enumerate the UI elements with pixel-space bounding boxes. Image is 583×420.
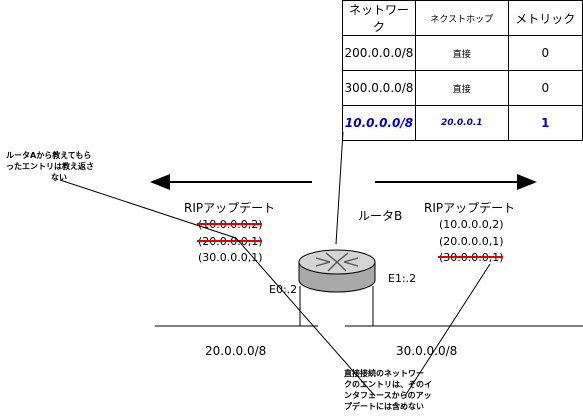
e1-label: E1:.2 [388,272,416,285]
left-update-entry: (30.0.0.0,1) [198,251,263,264]
cell-metric: 0 [507,70,583,106]
header-metric: メトリック [507,0,583,36]
left-update-title: RIPアップデート [184,200,275,215]
router-label: ルータB [358,209,402,223]
header-network: ネットワーク [342,0,416,36]
table-row-learned: 10.0.0.0/8 20.0.0.1 1 [342,105,583,141]
router-icon [298,249,376,293]
note-line: ない [51,173,67,182]
cell-next-hop: 直接 [414,70,509,106]
note-line: ったエントリは教え返さ [6,162,94,171]
split-horizon-note: ルータAから教えてもら ったエントリは教え返さ ない [6,150,112,183]
network-label-right: 30.0.0.0/8 [396,344,457,358]
cell-network: 300.0.0.0/8 [342,70,416,106]
cell-next-hop: 20.0.0.1 [414,105,509,141]
callout-line-left [59,179,237,239]
routing-table: ネットワーク ネクストホップ メトリック 200.0.0.0/8 直接 0 30… [342,0,583,141]
callout-line-direct-left [235,237,376,397]
table-row: 300.0.0.0/8 直接 0 [342,70,583,106]
header-next-hop: ネクストホップ [414,0,509,36]
table-row: 200.0.0.0/8 直接 0 [342,35,583,71]
cell-next-hop: 直接 [414,35,509,71]
cell-metric: 1 [507,105,583,141]
routing-table-header: ネットワーク ネクストホップ メトリック [342,0,583,36]
network-label-left: 20.0.0.0/8 [205,344,266,358]
cell-network: 200.0.0.0/8 [342,35,416,71]
right-update-entry: (10.0.0.0,2) [439,218,504,231]
table-pointer-line [335,131,344,245]
note-line: プデートには含めない [344,402,424,411]
cell-network: 10.0.0.0/8 [342,105,416,141]
note-line: クのエントリは、そのイ [344,380,432,389]
note-line: ンタフェースからのアッ [344,391,432,400]
right-update-title: RIPアップデート [424,200,515,215]
direct-network-note: 直接接続のネットワー クのエントリは、そのイ ンタフェースからのアッ プデートに… [344,368,456,412]
note-line: 直接接続のネットワー [344,369,424,378]
e0-label: E0:.2 [269,283,297,296]
callout-line-direct-right [404,263,491,397]
note-line: ルータAから教えてもら [6,151,92,160]
cell-metric: 0 [507,35,583,71]
right-update-entry: (20.0.0.0,1) [439,235,504,248]
